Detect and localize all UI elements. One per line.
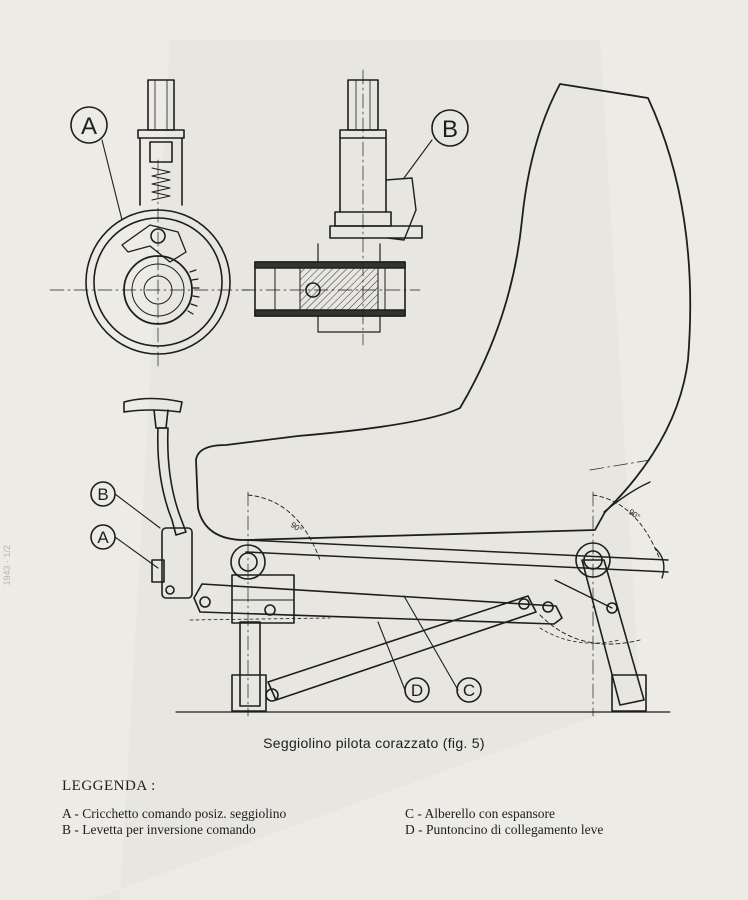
seat-frame-linkage — [175, 491, 671, 717]
margin-stamp: 1943 · 1/2 — [2, 545, 12, 586]
callout-b-label-large: B — [442, 116, 458, 143]
armored-seat-shell — [195, 83, 692, 579]
callout-a-small-circle — [90, 524, 116, 550]
callout-c-circle — [456, 677, 482, 703]
callout-d-circle — [404, 677, 430, 703]
control-lever — [123, 397, 193, 599]
callout-b-small-circle — [90, 481, 116, 507]
angle-label-rear: 90° — [627, 507, 642, 521]
legend-title: LEGGENDA : — [62, 778, 156, 794]
legend-item-b: B - Levetta per inversione comando — [62, 822, 256, 837]
detail-b-reversing-lever — [241, 69, 423, 346]
callout-a-label-small: A — [97, 528, 109, 547]
callout-a-label-large: A — [81, 113, 97, 140]
detail-a-ratchet — [49, 79, 251, 371]
angle-arcs — [247, 494, 661, 645]
callout-leaders — [101, 139, 459, 691]
legend-item-d: D - Puntoncino di collegamento leve — [405, 822, 604, 837]
callout-b-label-small: B — [97, 485, 108, 504]
callout-a-large-circle — [70, 106, 108, 144]
scan-shadow — [90, 40, 640, 900]
legend-item-c: C - Alberello con espansore — [405, 806, 555, 821]
callout-d-label: D — [411, 681, 423, 700]
figure-caption: Seggiolino pilota corazzato (fig. 5) — [263, 735, 485, 751]
callout-b-large-circle — [431, 109, 469, 147]
callout-c-label: C — [463, 681, 475, 700]
legend-item-a: A - Cricchetto comando posiz. seggiolino — [62, 806, 287, 821]
